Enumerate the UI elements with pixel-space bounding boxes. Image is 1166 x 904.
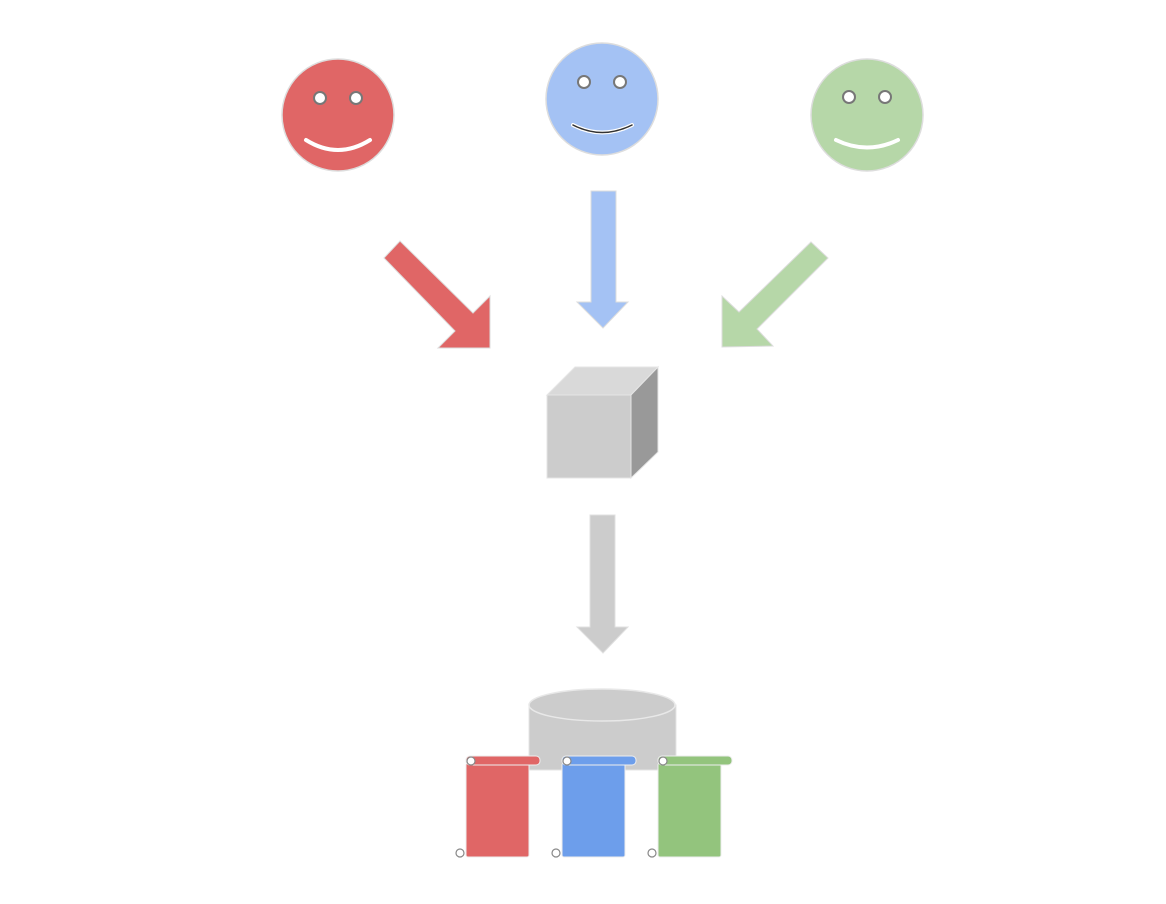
arrow-blue-icon xyxy=(575,190,630,329)
user-blue-face-icon xyxy=(545,42,659,156)
arrow-gray-icon xyxy=(575,514,630,654)
user-red-face-icon xyxy=(281,58,395,172)
database-icon xyxy=(528,688,677,771)
processor-cube-icon xyxy=(545,365,660,480)
document-green-icon xyxy=(647,755,733,858)
arrow-green-icon xyxy=(721,241,829,348)
arrow-red-icon xyxy=(383,240,491,349)
document-red-icon xyxy=(455,755,541,858)
document-blue-icon xyxy=(551,755,637,858)
user-green-face-icon xyxy=(810,58,924,172)
